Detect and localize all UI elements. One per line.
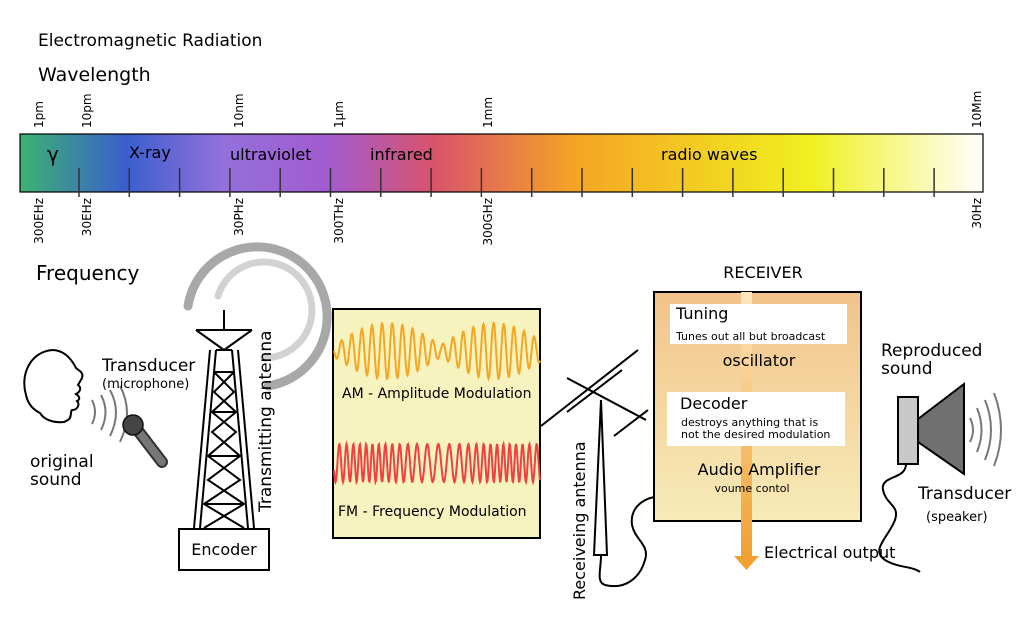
tuning-label: Tuning bbox=[675, 304, 728, 323]
am-waveform bbox=[333, 320, 541, 382]
transmit-waves-icon bbox=[183, 242, 332, 391]
receiving-antenna-icon bbox=[540, 349, 655, 588]
microphone-icon bbox=[122, 414, 168, 468]
transducer-speaker-label: Transducer bbox=[917, 484, 1011, 504]
transducer-speaker-sub: (speaker) bbox=[926, 510, 988, 525]
band-xray: X-ray bbox=[129, 143, 171, 162]
fm-waveform bbox=[333, 440, 541, 486]
am-label: AM - Amplitude Modulation bbox=[342, 386, 532, 402]
transducer-mic-label: Transducer bbox=[101, 356, 195, 376]
wl-tick-1um: 1µm bbox=[332, 101, 346, 128]
original-sound-line1: original bbox=[30, 452, 94, 472]
fq-tick-300THz: 300THz bbox=[332, 198, 346, 244]
original-sound-line2: sound bbox=[30, 470, 82, 490]
amplifier-label: Audio Amplifier bbox=[698, 460, 821, 479]
electrical-output-label: Electrical output bbox=[764, 543, 895, 562]
frequency-label: Frequency bbox=[36, 261, 139, 285]
speaker-waves-icon bbox=[969, 392, 1002, 467]
amplifier-desc: voume contol bbox=[714, 482, 789, 495]
tower-icon bbox=[193, 310, 255, 529]
fq-tick-30EHz: 30EHz bbox=[80, 198, 94, 236]
wl-tick-1pm: 1pm bbox=[32, 101, 46, 128]
spectrum-ticks bbox=[78, 168, 935, 197]
wl-tick-10Mm: 10Mm bbox=[970, 91, 984, 128]
wl-tick-10nm: 10nm bbox=[232, 93, 246, 128]
receiver-title: RECEIVER bbox=[723, 263, 802, 282]
receiving-antenna-label: Receiveing antenna bbox=[570, 441, 589, 600]
spectrum-bar bbox=[19, 133, 984, 193]
fm-label: FM - Frequency Modulation bbox=[338, 504, 527, 520]
wl-tick-1mm: 1mm bbox=[481, 97, 495, 128]
wl-tick-10pm: 10pm bbox=[80, 93, 94, 128]
band-ultraviolet: ultraviolet bbox=[230, 145, 312, 164]
decoder-desc-line1: destroys anything that is bbox=[681, 416, 818, 429]
output-arrow-icon bbox=[734, 556, 759, 570]
oscillator-label: oscillator bbox=[723, 351, 796, 370]
fq-tick-300GHz: 300GHz bbox=[481, 198, 495, 246]
reproduced-sound-line1: Reproduced bbox=[881, 341, 982, 361]
fq-tick-30Hz: 30Hz bbox=[970, 198, 984, 229]
band-infrared: infrared bbox=[370, 145, 433, 164]
transmitting-antenna-label: Transmitting antenna bbox=[256, 330, 276, 513]
speaker-cable bbox=[878, 463, 921, 573]
fq-tick-30PHz: 30PHz bbox=[232, 198, 246, 236]
reproduced-sound-line2: sound bbox=[881, 359, 933, 379]
speaker-icon bbox=[897, 381, 965, 476]
page-title: Electromagnetic Radiation bbox=[38, 31, 262, 51]
transducer-mic-sub: (microphone) bbox=[102, 377, 189, 392]
band-gamma: γ bbox=[47, 142, 59, 166]
decoder-label: Decoder bbox=[680, 394, 748, 413]
head-icon bbox=[23, 348, 84, 424]
sound-waves-icon bbox=[91, 385, 128, 443]
wavelength-label: Wavelength bbox=[38, 64, 151, 86]
encoder-label: Encoder bbox=[191, 540, 257, 559]
decoder-box bbox=[667, 392, 845, 446]
tuning-box bbox=[670, 304, 847, 344]
band-radio: radio waves bbox=[661, 145, 757, 164]
decoder-desc-line2: not the desired modulation bbox=[681, 428, 830, 441]
tuning-desc: Tunes out all but broadcast bbox=[675, 330, 826, 343]
encoder-box bbox=[178, 528, 270, 571]
fq-tick-300EHz: 300EHz bbox=[32, 198, 46, 244]
